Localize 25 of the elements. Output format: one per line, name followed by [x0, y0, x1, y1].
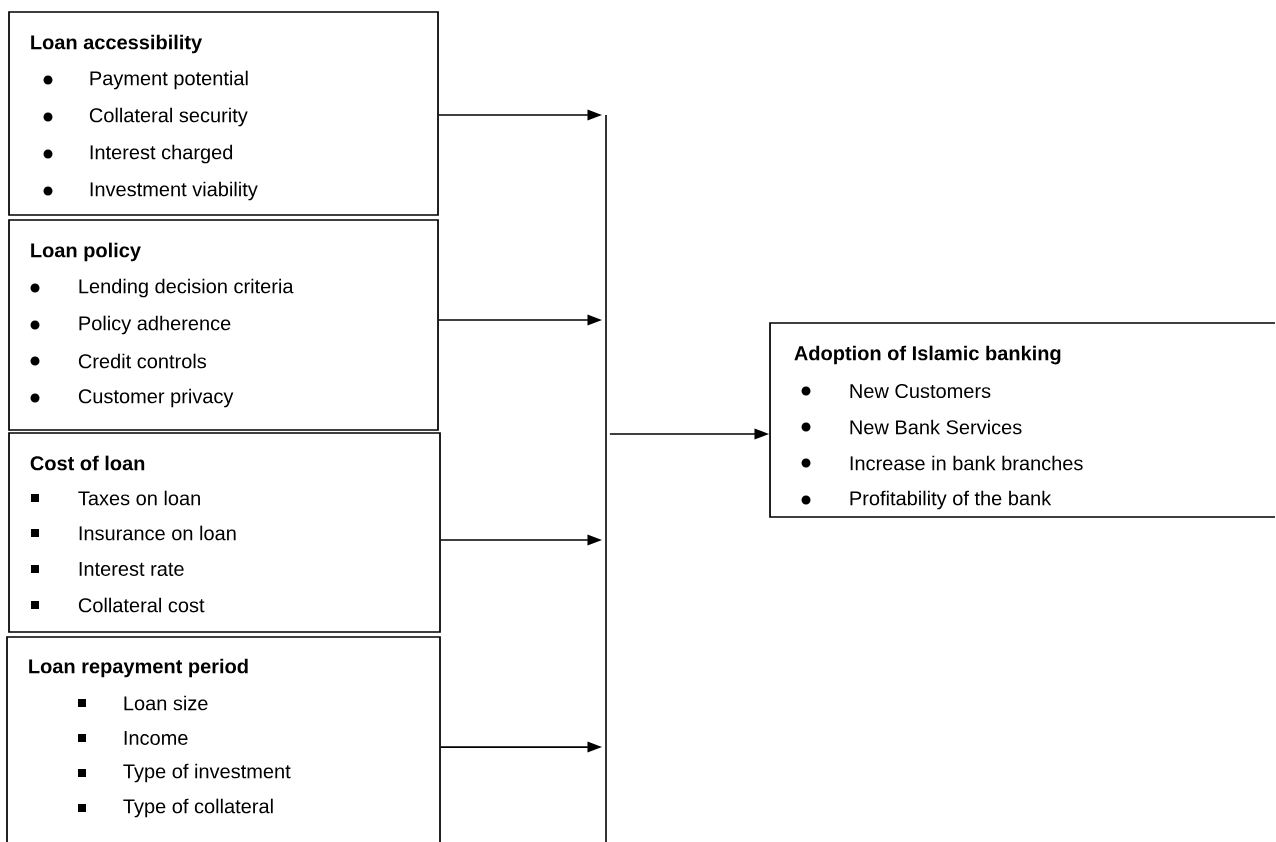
box-heading: Cost of loan	[30, 455, 145, 471]
list-item: Interest rate	[31, 562, 184, 576]
list-item: New Bank Services	[801, 419, 1022, 435]
list-item: Profitability of the bank	[801, 490, 1052, 510]
list-item: Collateral cost	[31, 597, 205, 613]
list-item: Credit controls	[30, 353, 207, 369]
list-item: Lending decision criteria	[30, 278, 294, 298]
list-item: Increase in bank branches	[801, 455, 1083, 471]
list-item: Payment potential	[43, 70, 248, 90]
box-heading: Loan policy	[31, 242, 141, 262]
list-item: Customer privacy	[30, 388, 234, 408]
list-item: Policy adherence	[30, 315, 231, 335]
list-item: Loan size	[78, 695, 208, 711]
box-heading: Adoption of Islamic banking	[794, 345, 1061, 365]
list-item: Income	[78, 731, 188, 745]
box-heading: Loan repayment period	[29, 658, 248, 678]
list-item: Investment viability	[43, 181, 258, 201]
list-item: New Customers	[801, 383, 991, 399]
list-item: Type of collateral	[78, 798, 273, 818]
box-heading: Loan accessibility	[31, 34, 203, 54]
list-item: Taxes on loan	[31, 490, 200, 506]
list-item: Collateral security	[43, 107, 248, 127]
list-item: Interest charged	[43, 144, 233, 164]
list-item: Insurance on loan	[31, 525, 236, 541]
list-item: Type of investment	[78, 763, 291, 783]
